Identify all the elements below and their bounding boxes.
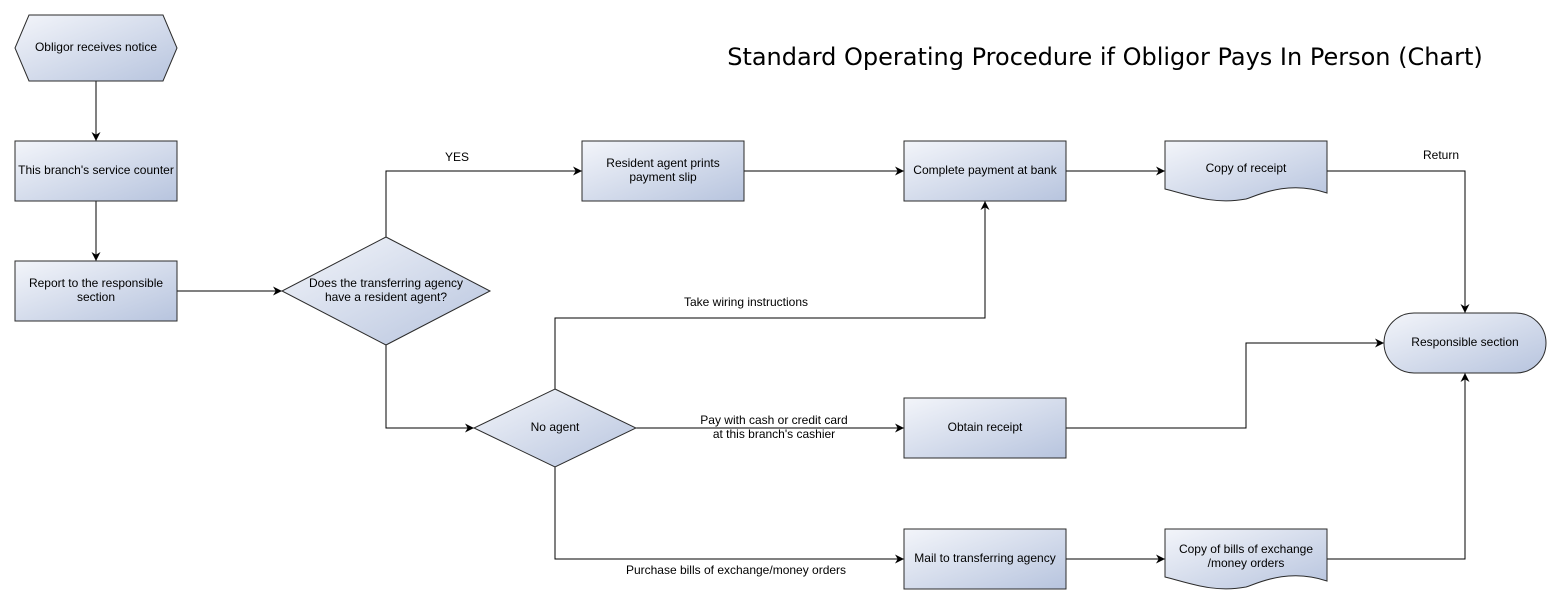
chart-title: Standard Operating Procedure if Obligor … xyxy=(727,43,1483,71)
connector-arrow xyxy=(554,467,904,564)
edge-no-agent-to-mail-agency: Purchase bills of exchange/money orders xyxy=(554,467,904,577)
rectangle-shape xyxy=(903,528,1067,590)
node-label: This branch's service counter xyxy=(18,163,174,177)
edge-copy-bills-to-responsible-section xyxy=(1327,373,1470,560)
diamond-shape xyxy=(280,236,492,346)
terminator-shape xyxy=(1383,312,1547,374)
connector-arrow xyxy=(1066,338,1384,429)
node-copy-of-receipt: Copy of receipt xyxy=(1164,140,1328,202)
document-shape xyxy=(1164,140,1328,202)
node-complete-payment-bank: Complete payment at bank xyxy=(903,140,1067,202)
rectangle-shape xyxy=(903,140,1067,202)
node-copy-bills: Copy of bills of exchange/money orders xyxy=(1164,528,1328,590)
node-label: Complete payment at bank xyxy=(913,163,1057,177)
hexagon-shape xyxy=(14,14,178,82)
edge-label: Take wiring instructions xyxy=(684,295,808,309)
node-responsible-section: Responsible section xyxy=(1383,312,1547,374)
edge-label: Pay with cash or credit card xyxy=(700,413,847,427)
edge-copy-of-receipt-to-responsible-section: Return xyxy=(1327,148,1470,313)
diamond-shape xyxy=(472,388,638,468)
document-shape xyxy=(1164,528,1328,590)
connector-arrow xyxy=(554,201,990,389)
node-label: No agent xyxy=(531,420,580,434)
node-label: Copy of receipt xyxy=(1206,161,1287,175)
node-service-counter: This branch's service counter xyxy=(14,140,178,202)
rectangle-shape xyxy=(14,260,178,322)
edge-resident-agent-question-to-agent-prints-slip: YES xyxy=(385,150,582,237)
edge-obtain-receipt-to-responsible-section xyxy=(1066,338,1384,429)
node-label: Obligor receives notice xyxy=(35,40,157,54)
node-label: Report to the responsible xyxy=(29,276,163,290)
node-label: section xyxy=(77,290,115,304)
rectangle-shape xyxy=(903,397,1067,459)
node-mail-agency: Mail to transferring agency xyxy=(903,528,1067,590)
node-label: Obtain receipt xyxy=(948,420,1023,434)
node-obtain-receipt: Obtain receipt xyxy=(903,397,1067,459)
node-no-agent: No agent xyxy=(472,388,638,468)
node-label: /money orders xyxy=(1208,556,1285,570)
node-obligor-receives-notice: Obligor receives notice xyxy=(14,14,178,82)
connector-arrow xyxy=(1327,373,1470,560)
edge-label: YES xyxy=(445,150,469,164)
edge-resident-agent-question-to-no-agent xyxy=(385,345,474,433)
rectangle-shape xyxy=(581,140,745,202)
edge-label: Purchase bills of exchange/money orders xyxy=(626,563,846,577)
node-label: have a resident agent? xyxy=(325,290,447,304)
connector-arrow xyxy=(385,345,474,433)
node-label: Mail to transferring agency xyxy=(914,551,1055,565)
edge-label: at this branch's cashier xyxy=(713,427,835,441)
rectangle-shape xyxy=(14,140,178,202)
node-label: Resident agent prints xyxy=(606,156,719,170)
node-label: payment slip xyxy=(629,170,697,184)
edge-no-agent-to-complete-payment-bank: Take wiring instructions xyxy=(554,201,990,389)
connector-arrow xyxy=(1327,170,1470,313)
node-label: Does the transferring agency xyxy=(309,276,463,290)
edge-label: Return xyxy=(1423,148,1459,162)
node-label: Copy of bills of exchange xyxy=(1179,542,1313,556)
connector-arrow xyxy=(385,166,582,237)
node-label: Responsible section xyxy=(1411,335,1518,349)
